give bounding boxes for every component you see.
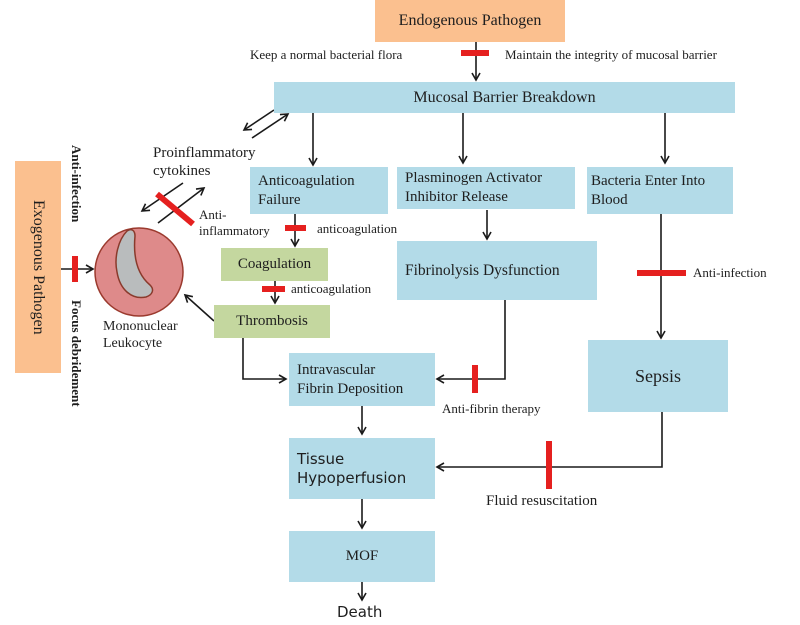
node-bacteria-enter-blood: Bacteria Enter Into Blood <box>587 167 733 214</box>
arrow-mucosal-to-cytokines <box>242 109 275 131</box>
node-label: MOF <box>345 548 379 565</box>
intervention-maintain-mucosal: Maintain the integrity of mucosal barrie… <box>505 47 717 62</box>
intervention-focus-debridement: Focus debridement <box>69 300 84 407</box>
intervention-anti-fibrin-therapy: Anti-fibrin therapy <box>442 401 541 416</box>
node-mucosal-barrier-breakdown: Mucosal Barrier Breakdown <box>274 82 735 113</box>
node-tissue-hypoperfusion: Tissue Hypoperfusion <box>289 438 435 499</box>
node-label: Mucosal Barrier Breakdown <box>413 88 596 106</box>
inhibition-bar-anti-inflammatory <box>155 191 195 227</box>
arrow-sepsis-to-hypoperfusion <box>435 412 663 472</box>
node-endogenous-pathogen: Endogenous Pathogen <box>375 0 565 42</box>
arrow-cytokines-to-mucosal <box>251 113 290 139</box>
node-label: Coagulation <box>237 256 312 273</box>
intervention-anticoagulation-2: anticoagulation <box>291 281 372 296</box>
arrow-fibrinolysis-to-fibrin <box>435 300 506 384</box>
node-coagulation: Coagulation <box>221 248 328 281</box>
node-sepsis: Sepsis <box>588 340 728 412</box>
node-label: Sepsis <box>634 365 681 386</box>
node-label: Endogenous Pathogen <box>398 12 542 29</box>
intervention-keep-flora: Keep a normal bacterial flora <box>250 47 403 62</box>
node-thrombosis: Thrombosis <box>214 305 330 338</box>
leukocyte-cell-icon <box>94 227 184 317</box>
label-mononuclear-leukocyte: Mononuclear Leukocyte <box>103 319 178 351</box>
label-proinflammatory-cytokines: Proinflammatory cytokines <box>153 145 256 179</box>
node-mof: MOF <box>289 531 435 582</box>
node-label: Fibrinolysis Dysfunction <box>405 261 560 279</box>
node-anticoagulation-failure: Anticoagulation Failure <box>250 167 388 214</box>
node-death: Death <box>337 603 383 621</box>
arrow-thrombosis-to-leukocyte <box>183 293 215 322</box>
node-exogenous-pathogen: Exogenous Pathogen <box>15 161 61 373</box>
node-fibrinolysis-dysfunction: Fibrinolysis Dysfunction <box>397 241 597 300</box>
node-pai-release: Plasminogen Activator Inhibitor Release <box>397 167 575 209</box>
node-intravascular-fibrin-deposition: Intravascular Fibrin Deposition <box>289 353 435 406</box>
node-label: Thrombosis <box>236 313 308 330</box>
intervention-anti-inflammatory: Anti- inflammatory <box>199 207 270 238</box>
arrow-thrombosis-to-fibrin <box>242 338 288 384</box>
intervention-anticoagulation-1: anticoagulation <box>317 221 398 236</box>
arrow-leukocyte-to-cytokines <box>157 187 206 224</box>
intervention-anti-infection-blood: Anti-infection <box>693 265 767 280</box>
intervention-anti-infection-exogenous: Anti-infection <box>69 145 84 223</box>
intervention-fluid-resuscitation: Fluid resuscitation <box>486 493 598 509</box>
